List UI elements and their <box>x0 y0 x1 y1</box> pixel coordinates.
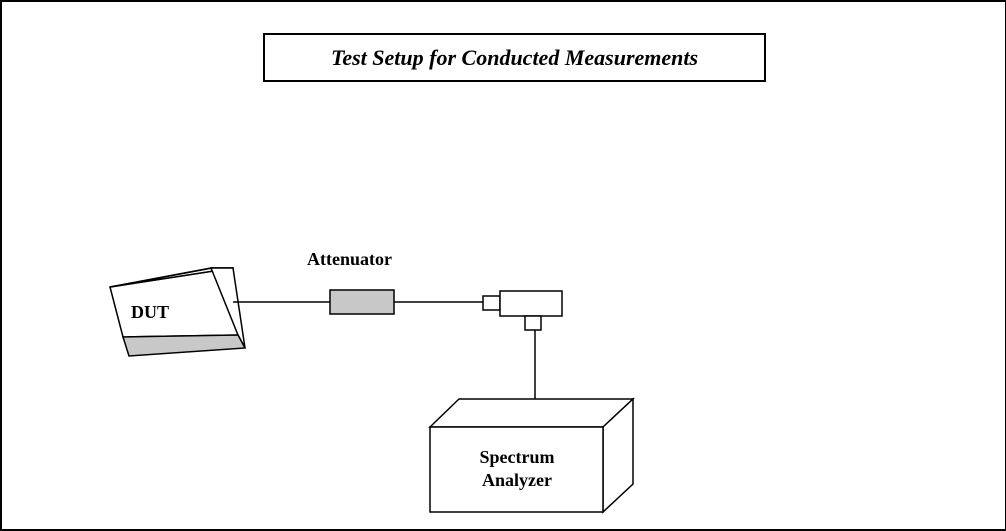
diagram-title: Test Setup for Conducted Measurements <box>330 44 699 70</box>
dut-bottom-face <box>121 334 247 357</box>
t-connector-output-port <box>524 315 542 331</box>
attenuator: Attenuator <box>307 249 395 315</box>
analyzer-label-line2: Analyzer <box>482 470 552 490</box>
t-connector-input-port <box>482 295 501 311</box>
analyzer-top-face <box>428 398 635 428</box>
spectrum-analyzer: Spectrum Analyzer <box>428 397 635 514</box>
attenuator-label: Attenuator <box>307 249 392 269</box>
t-connector-body <box>499 290 563 317</box>
attenuator-body <box>329 289 395 315</box>
dut-label: DUT <box>131 302 169 322</box>
dut-device: DUT <box>109 267 247 357</box>
analyzer-front-face <box>429 426 604 513</box>
t-connector <box>482 290 563 331</box>
title-box: Test Setup for Conducted Measurements <box>263 33 766 82</box>
analyzer-label-line1: Spectrum <box>480 447 555 467</box>
